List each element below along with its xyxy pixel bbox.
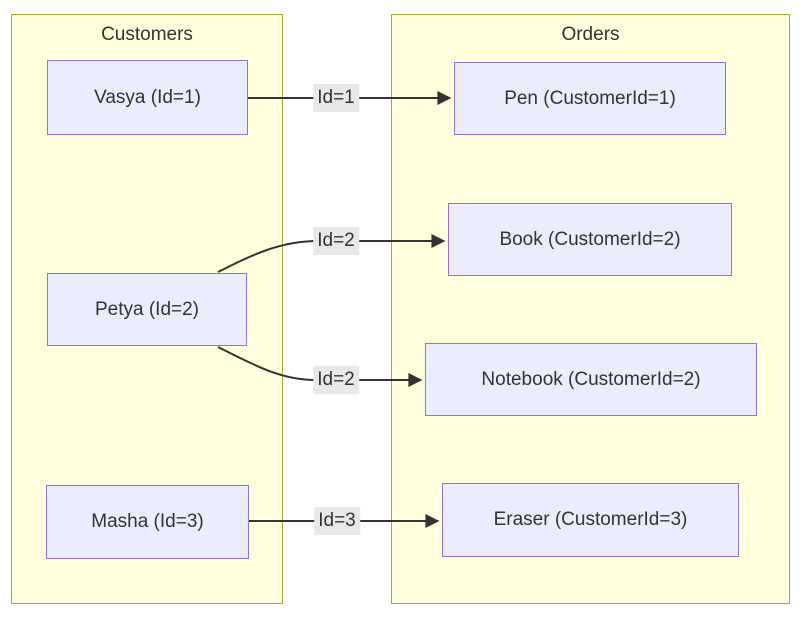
node-pen: Pen (CustomerId=1) [454, 62, 726, 135]
node-petya: Petya (Id=2) [47, 273, 247, 346]
node-eraser: Eraser (CustomerId=3) [442, 483, 739, 557]
node-masha: Masha (Id=3) [46, 485, 249, 559]
edge-label-id2-bottom: Id=2 [313, 366, 359, 394]
cluster-orders-title: Orders [561, 24, 620, 45]
cluster-customers-title: Customers [101, 24, 193, 45]
edge-label-id2-top: Id=2 [313, 227, 359, 255]
edge-label-id3: Id=3 [314, 507, 360, 535]
node-book: Book (CustomerId=2) [448, 203, 732, 276]
edge-label-id1: Id=1 [313, 84, 359, 112]
node-notebook: Notebook (CustomerId=2) [425, 343, 757, 416]
node-vasya: Vasya (Id=1) [47, 60, 248, 135]
